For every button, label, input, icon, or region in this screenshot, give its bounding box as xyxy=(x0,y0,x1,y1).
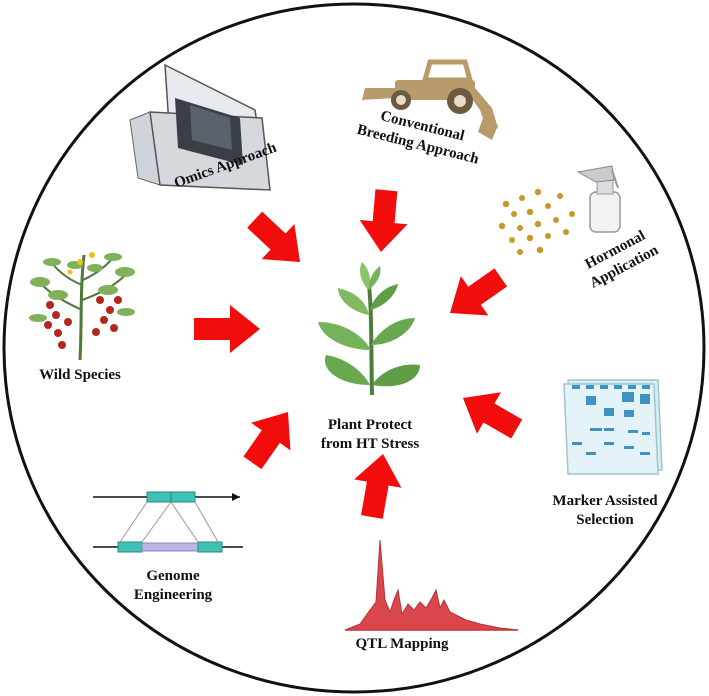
wild-species-label: Wild Species xyxy=(20,366,140,385)
center-label-line2: from HT Stress xyxy=(320,436,420,452)
center-label-line1: Plant Protect xyxy=(327,417,413,433)
backhoe-tractor-icon xyxy=(362,59,498,140)
arrow-from-qtl xyxy=(354,454,402,519)
tomato-plant-icon xyxy=(29,252,135,361)
spray-bottle-icon xyxy=(576,165,621,233)
arrow-from-conventional xyxy=(359,189,408,252)
arrow-from-wild-species xyxy=(194,305,260,353)
marker-label-line1: Marker Assisted xyxy=(552,493,658,509)
arrow-from-genome xyxy=(243,412,291,470)
arrow-from-hormonal xyxy=(450,268,508,316)
genome-label-line2: Engineering xyxy=(133,587,213,603)
qtl-label: QTL Mapping xyxy=(342,635,462,654)
wild-species-label-text: Wild Species xyxy=(39,367,121,383)
genome-label-line1: Genome xyxy=(146,568,200,584)
gel-plate-icon xyxy=(563,379,663,475)
arrows xyxy=(194,189,523,519)
genome-label: Genome Engineering xyxy=(118,567,228,605)
arrow-from-omics xyxy=(247,211,300,262)
center-label: Plant Protect from HT Stress xyxy=(300,416,440,454)
hormone-droplets xyxy=(498,188,575,255)
sequencer-icon xyxy=(129,63,271,191)
arrow-from-marker xyxy=(463,392,523,439)
marker-label-line2: Selection xyxy=(576,512,634,528)
qtl-label-text: QTL Mapping xyxy=(355,636,449,652)
marker-label: Marker Assisted Selection xyxy=(535,492,675,530)
gene-construct-icon xyxy=(93,491,243,553)
plant-icon xyxy=(318,262,420,396)
qtl-peaks-icon xyxy=(344,539,519,631)
